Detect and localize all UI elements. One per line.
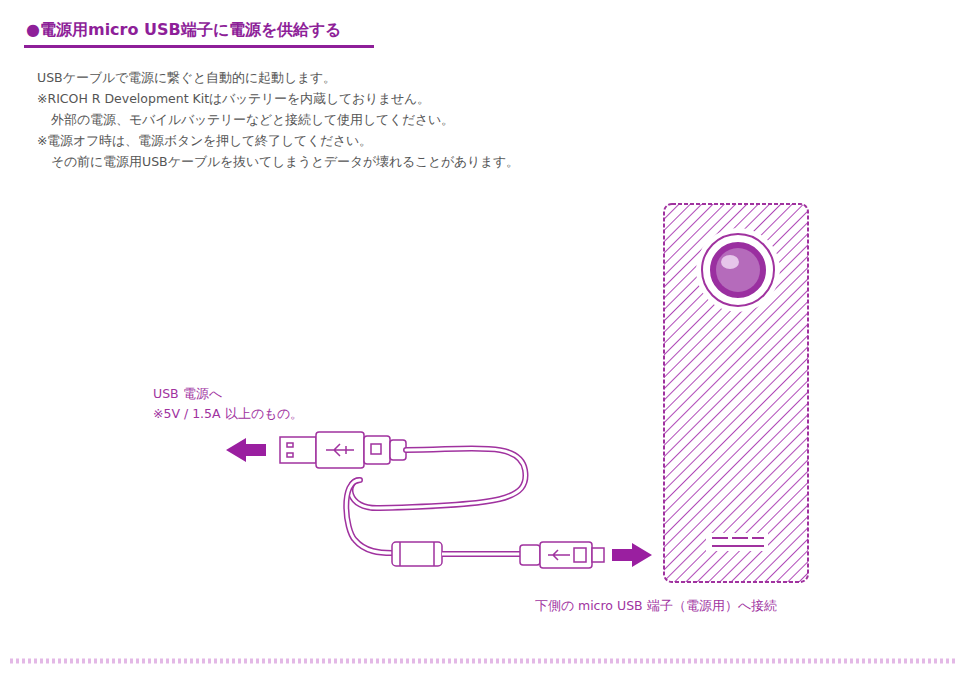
title-underline — [24, 45, 374, 48]
footer-rule — [10, 659, 957, 664]
page-title: ●電源用micro USB端子に電源を供給する — [26, 20, 341, 41]
usb-a-plug — [280, 432, 406, 468]
cable — [350, 448, 525, 508]
arrow-in — [612, 543, 652, 567]
micro-usb-plug — [520, 542, 604, 568]
cable — [346, 480, 392, 553]
note-text: USBケーブルで電源に繋ぐと自動的に起動します。 — [37, 70, 336, 87]
callout-label: 下側の micro USB 端子（電源用）へ接続 — [535, 598, 777, 615]
note-text: その前に電源用USBケーブルを抜いてしまうとデータが壊れることがあります。 — [51, 154, 519, 171]
note-text: ※RICOH R Development Kitはバッテリーを内蔵しておりません… — [37, 91, 430, 108]
note-text: 外部の電源、モバイルバッテリーなどと接続して使用してください。 — [51, 112, 454, 129]
note-text: ※電源オフ時は、電源ボタンを押して終了してください。 — [37, 133, 372, 150]
camera-body — [664, 204, 808, 582]
arrow-out — [226, 438, 266, 462]
callout-label: USB 電源へ — [153, 386, 222, 403]
callout-label: ※5V / 1.5A 以上のもの。 — [153, 406, 303, 423]
ferrite-core — [392, 542, 442, 566]
cable — [442, 551, 520, 557]
